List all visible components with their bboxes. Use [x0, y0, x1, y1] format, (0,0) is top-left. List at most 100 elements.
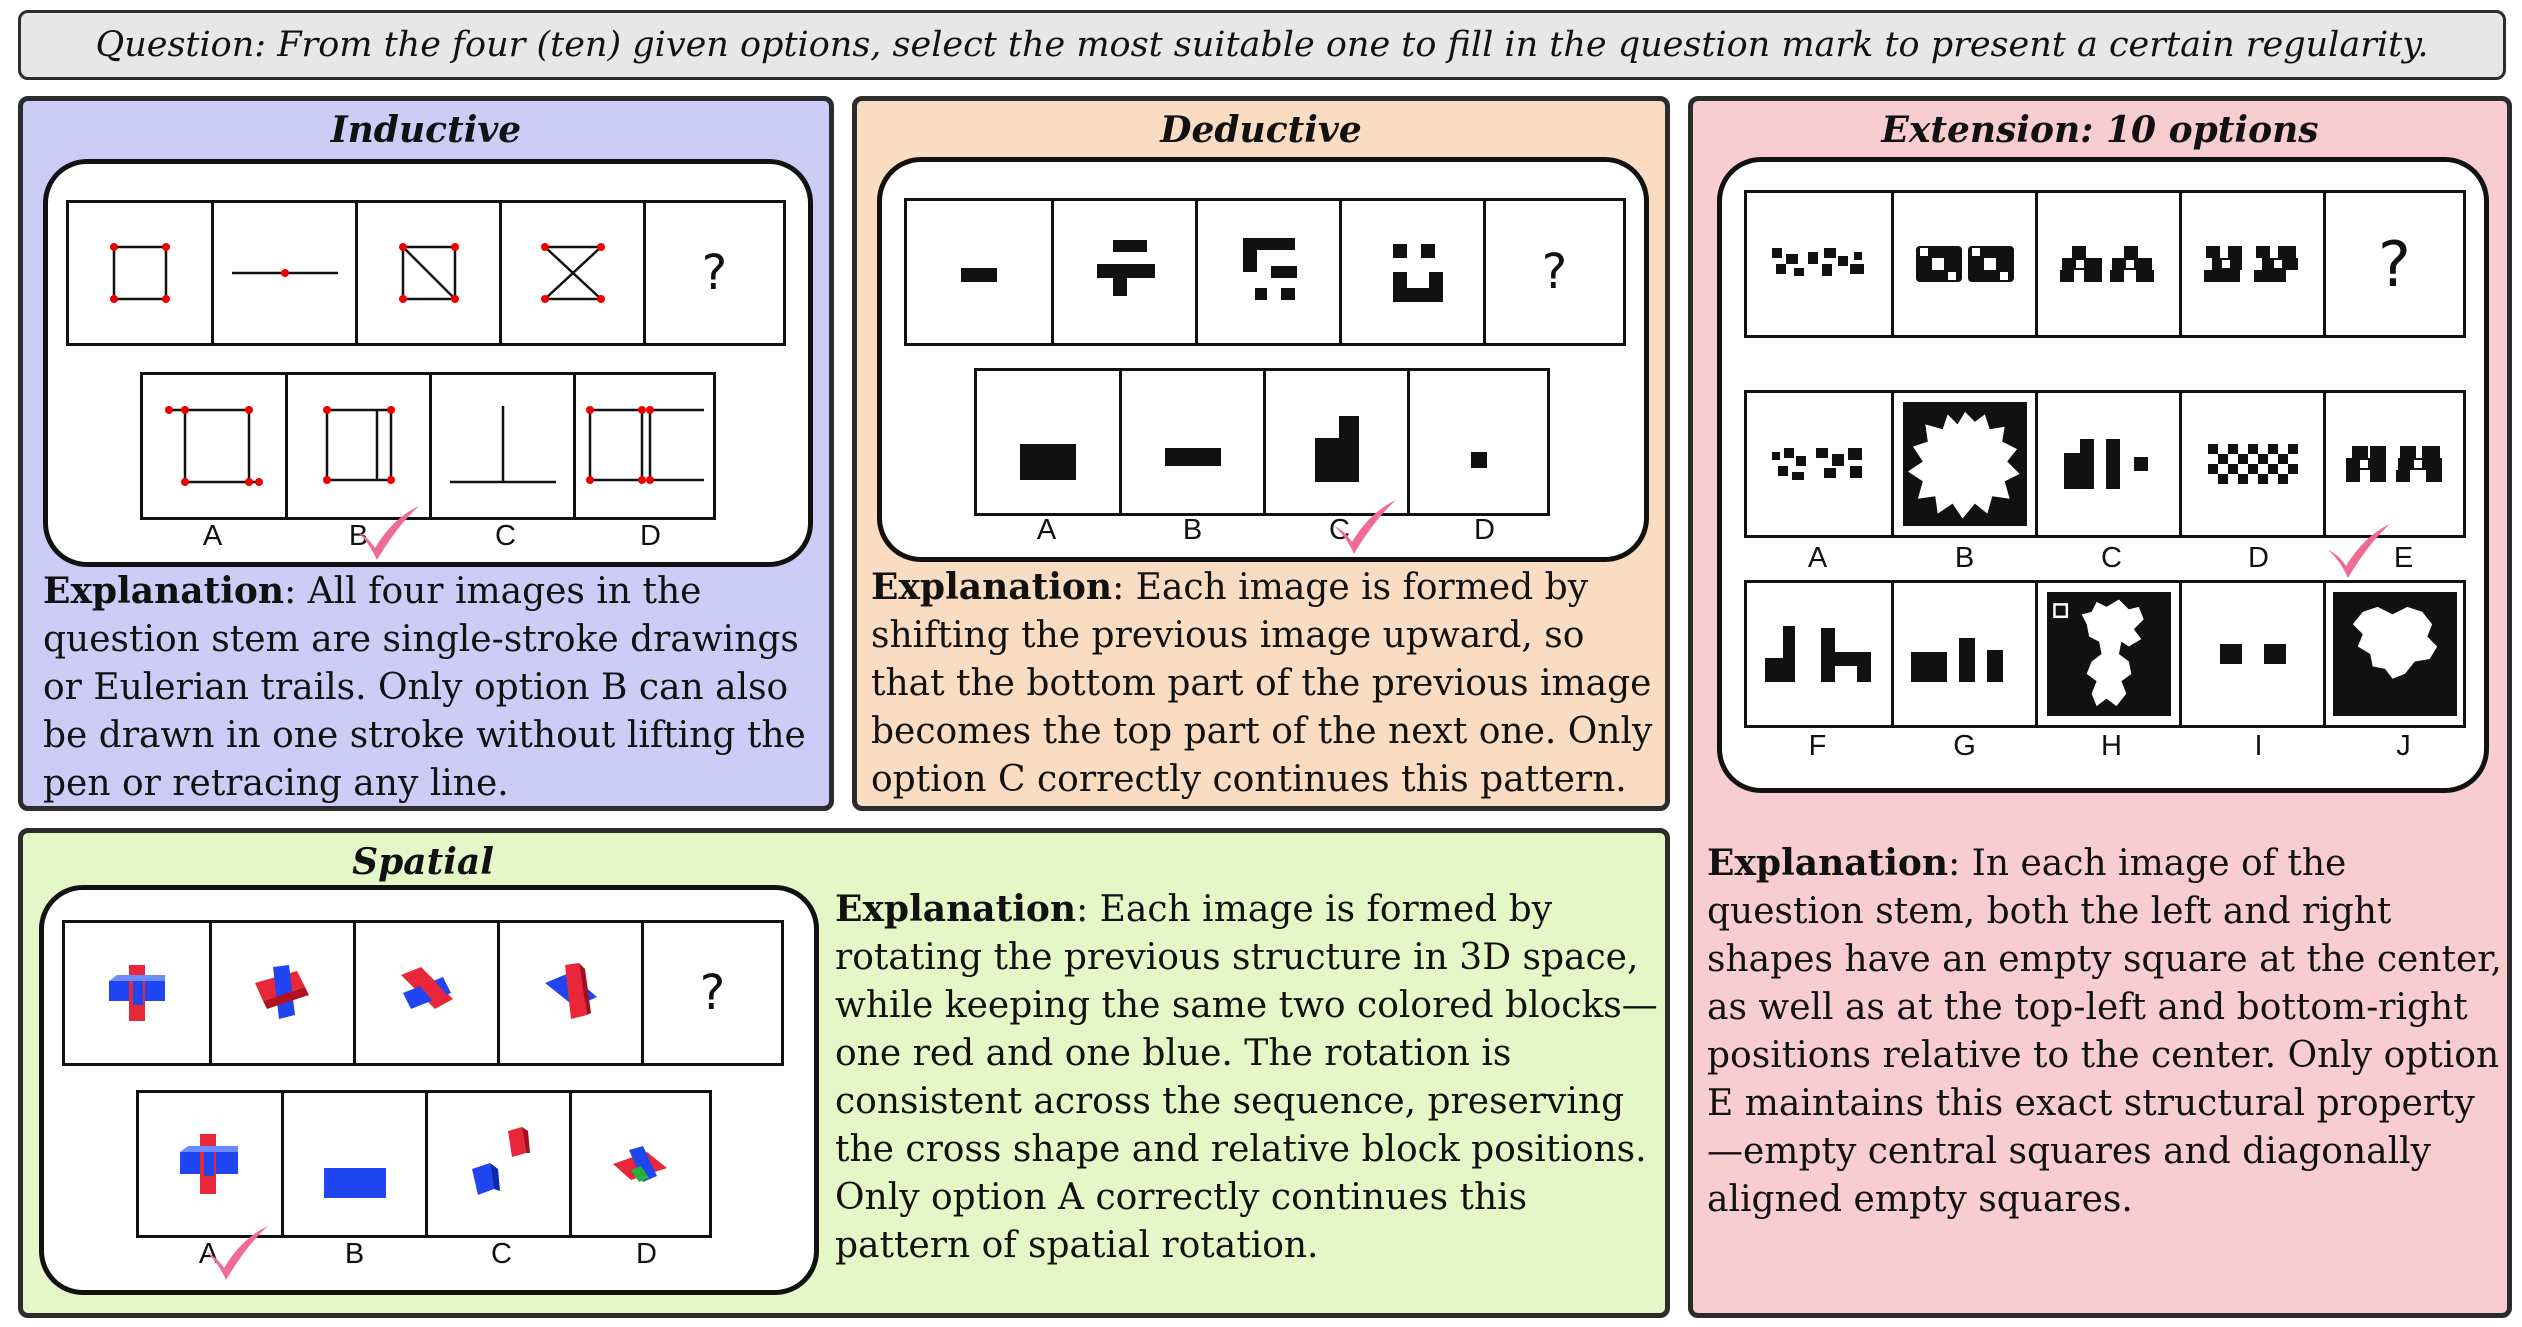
spatial-stem-row: ?	[62, 920, 784, 1066]
option-label-c: C	[491, 1238, 512, 1270]
option-c-figure[interactable]	[429, 375, 573, 517]
inductive-puzzle-card: ? A B C D	[43, 159, 813, 567]
option-label-b: B	[1954, 542, 1975, 574]
extension-panel: Extension: 10 options ?	[1688, 96, 2512, 1318]
deductive-panel: Deductive ?	[852, 96, 1670, 811]
extension-options-row-2	[1744, 580, 2466, 728]
stem-question-cell: ?	[2323, 193, 2463, 335]
option-d-figure[interactable]	[2179, 393, 2323, 535]
extension-explanation: Explanation: In each image of the questi…	[1707, 839, 2503, 1224]
option-label-d: D	[1474, 514, 1495, 546]
question-mark: ?	[1541, 244, 1568, 300]
stem-figure-3	[2035, 193, 2179, 335]
explanation-label: Explanation	[43, 570, 285, 612]
option-f-figure[interactable]	[1747, 583, 1891, 725]
inductive-explanation: Explanation: All four images in the ques…	[43, 567, 823, 806]
option-d-figure[interactable]	[1407, 371, 1547, 513]
stem-figure-2	[1891, 193, 2035, 335]
deductive-options-row	[974, 368, 1550, 516]
explanation-text: : In each image of the question stem, bo…	[1707, 843, 2502, 1220]
option-label-a: A	[1036, 514, 1057, 546]
stem-question-cell: ?	[1483, 201, 1623, 343]
option-c-figure[interactable]	[425, 1093, 569, 1235]
stem-question-cell: ?	[641, 923, 781, 1063]
stem-figure-4	[497, 923, 641, 1063]
stem-figure-1	[907, 201, 1051, 343]
explanation-label: Explanation	[871, 566, 1113, 608]
correct-check-icon	[2328, 524, 2390, 578]
extension-puzzle-card: ? A B C D E	[1717, 157, 2489, 793]
option-b-figure[interactable]	[1891, 393, 2035, 535]
option-a-figure[interactable]	[1747, 393, 1891, 535]
option-c-figure[interactable]	[2035, 393, 2179, 535]
deductive-option-labels: A B C D	[974, 514, 1556, 547]
option-h-figure[interactable]	[2035, 583, 2179, 725]
option-a-figure[interactable]	[143, 375, 285, 517]
extension-option-labels-1: A B C D E	[1744, 542, 2475, 575]
spatial-explanation: Explanation: Each image is formed by rot…	[835, 885, 1661, 1270]
option-label-f: F	[1808, 730, 1827, 762]
correct-check-icon	[1334, 500, 1396, 554]
option-b-figure[interactable]	[1119, 371, 1263, 513]
option-a-figure[interactable]	[139, 1093, 281, 1235]
option-g-figure[interactable]	[1891, 583, 2035, 725]
extension-option-labels-2: F G H I J	[1744, 730, 2475, 763]
option-b-figure[interactable]	[285, 375, 429, 517]
correct-check-icon	[206, 1226, 268, 1280]
explanation-text: : Each image is formed by rotating the p…	[835, 889, 1658, 1266]
extension-title: Extension: 10 options	[1881, 109, 2319, 151]
stem-figure-4	[2179, 193, 2323, 335]
deductive-stem-row: ?	[904, 198, 1626, 346]
option-label-a: A	[202, 520, 223, 552]
stem-square-figure	[69, 203, 211, 343]
option-label-c: C	[495, 520, 516, 552]
spatial-puzzle-card: ? A B C D	[39, 885, 819, 1295]
stem-figure-4	[1339, 201, 1483, 343]
inductive-stem-row: ?	[66, 200, 786, 346]
stem-figure-1	[65, 923, 209, 1063]
option-label-d: D	[636, 1238, 657, 1270]
option-label-b: B	[344, 1238, 365, 1270]
stem-question-cell: ?	[643, 203, 783, 343]
stem-figure-2	[209, 923, 353, 1063]
option-b-figure[interactable]	[281, 1093, 425, 1235]
option-c-figure[interactable]	[1263, 371, 1407, 513]
stem-line-figure	[211, 203, 355, 343]
option-j-figure[interactable]	[2323, 583, 2463, 725]
correct-check-icon	[357, 506, 419, 560]
option-i-figure[interactable]	[2179, 583, 2323, 725]
stem-hourglass-figure	[499, 203, 643, 343]
option-label-c: C	[2101, 542, 2122, 574]
option-label-b: B	[348, 520, 369, 552]
explanation-text: : Each image is formed by shifting the p…	[871, 567, 1653, 800]
extension-stem-row: ?	[1744, 190, 2466, 338]
option-label-d: D	[2248, 542, 2269, 574]
inductive-title: Inductive	[330, 109, 522, 151]
extension-options-row-1	[1744, 390, 2466, 538]
option-label-j: J	[2396, 730, 2411, 762]
question-mark: ?	[699, 965, 726, 1021]
option-e-figure[interactable]	[2323, 393, 2463, 535]
option-d-figure[interactable]	[569, 1093, 709, 1235]
question-mark: ?	[2378, 227, 2411, 301]
question-mark: ?	[701, 245, 728, 301]
stem-figure-1	[1747, 193, 1891, 335]
spatial-panel: Spatial ?	[18, 828, 1670, 1318]
option-label-e: E	[2393, 542, 2414, 574]
deductive-title: Deductive	[1160, 109, 1362, 151]
inductive-panel: Inductive ?	[18, 96, 834, 811]
option-label-a: A	[1807, 542, 1828, 574]
option-label-i: I	[2254, 730, 2263, 762]
explanation-label: Explanation	[835, 888, 1077, 930]
stem-figure-3	[353, 923, 497, 1063]
option-label-b: B	[1182, 514, 1203, 546]
stem-diagonal-square-figure	[355, 203, 499, 343]
question-text: Question: From the four (ten) given opti…	[95, 25, 2429, 65]
explanation-label: Explanation	[1707, 842, 1949, 884]
stem-figure-2	[1051, 201, 1195, 343]
deductive-explanation: Explanation: Each image is formed by shi…	[871, 563, 1661, 804]
inductive-option-labels: A B C D	[140, 520, 722, 553]
option-a-figure[interactable]	[977, 371, 1119, 513]
spatial-title: Spatial	[352, 841, 494, 883]
option-d-figure[interactable]	[573, 375, 713, 517]
